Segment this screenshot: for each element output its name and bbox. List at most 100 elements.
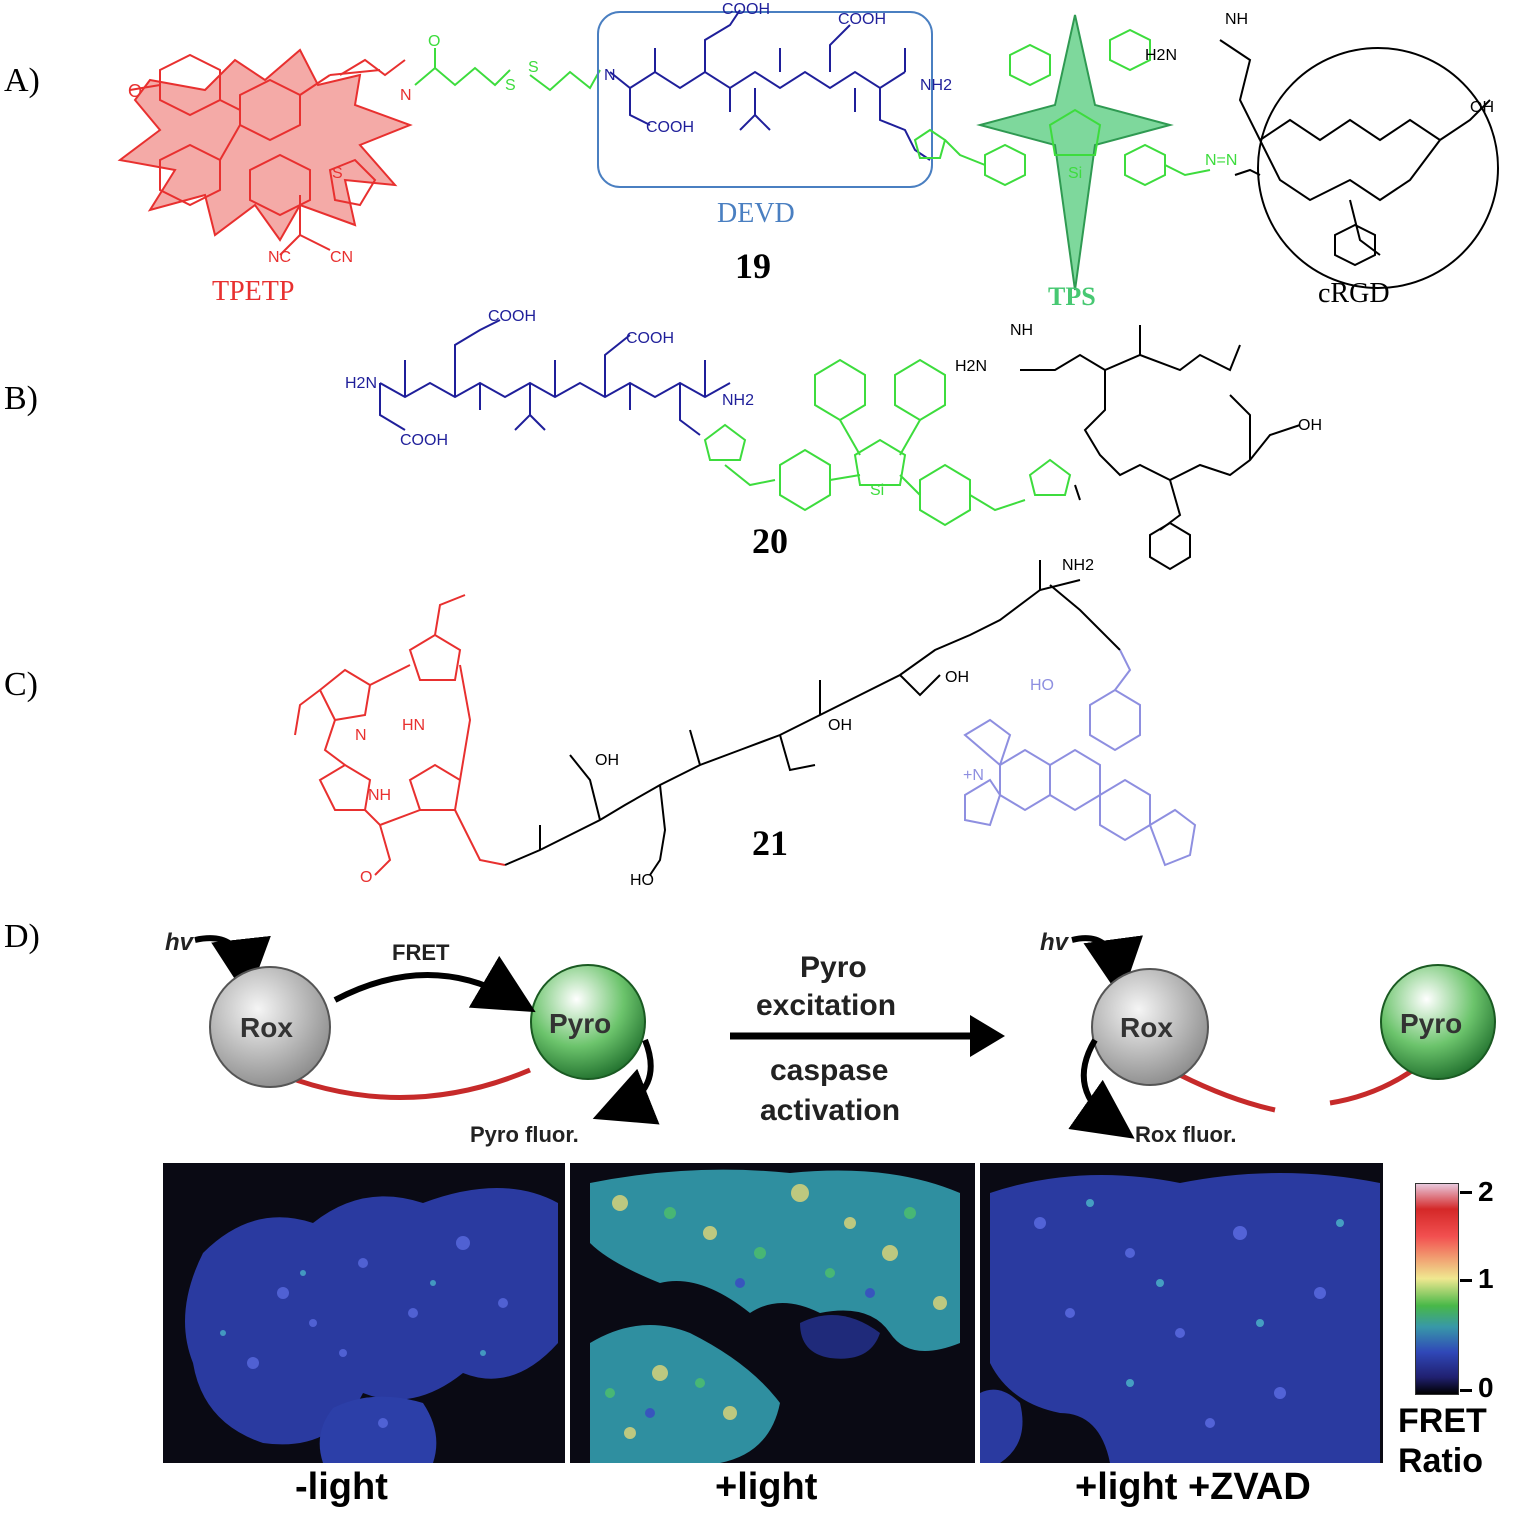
devd-box (597, 11, 933, 188)
rox-sphere-2 (1091, 968, 1209, 1086)
tps-star (976, 14, 1174, 291)
b-devd-skeleton (379, 319, 731, 436)
reaction-arrow-head (970, 1015, 1005, 1057)
amide-n: N (400, 87, 412, 104)
c-oh-2: OH (828, 717, 852, 734)
panel-label-c: C) (4, 666, 38, 703)
tps-skeleton (984, 28, 1211, 187)
colorbar-tick-top (1460, 1191, 1472, 1194)
linker-cut-1 (1178, 1072, 1276, 1113)
devd-skeleton (609, 9, 931, 161)
rox-fluor-arrow (1068, 1038, 1135, 1139)
colorbar-title-line2: Ratio (1398, 1442, 1483, 1480)
caspase-line2: activation (760, 1094, 900, 1127)
c-rox-skeleton (963, 649, 1197, 867)
cn-label: CN (330, 249, 353, 266)
b-cooh-3: COOH (626, 330, 674, 347)
compound-21: 21 (752, 823, 788, 863)
methoxy-o: O (128, 81, 142, 101)
pyro-label-2: Pyro (1400, 1008, 1462, 1039)
c-peptide-skeleton (504, 560, 1121, 876)
linker-arc-1 (269, 1067, 531, 1100)
b-tps-skeleton (703, 358, 1072, 527)
crgd-h2n: H2N (1145, 47, 1177, 64)
pyro-label-1: Pyro (549, 1008, 611, 1039)
c-nh2: NH2 (1062, 557, 1094, 574)
pyro-excitation-line1: Pyro (800, 951, 867, 984)
rox-sphere-1 (209, 966, 331, 1088)
tpetp-burst (117, 48, 413, 242)
c-o: O (360, 869, 372, 886)
tps-label: TPS (1048, 282, 1096, 311)
c-n1: N (355, 727, 367, 744)
caption-minus-light: -light (295, 1466, 388, 1508)
hv-label-2: hv (1040, 929, 1070, 956)
fret-label: FRET (392, 940, 450, 965)
micrograph-plus-light (570, 1163, 975, 1463)
panel-b-structure: H2N COOH COOH COOH NH2 Si H2N NH OH 20 (345, 308, 1322, 571)
compound-20: 20 (752, 521, 788, 561)
colorbar-label-2: 2 (1478, 1176, 1494, 1207)
hv-label-1: hv (165, 929, 195, 956)
devd-n1: N (604, 67, 616, 84)
rox-label-2: Rox (1120, 1012, 1173, 1043)
nc-label: NC (268, 249, 291, 266)
crgd-triazole: N=N (1205, 152, 1237, 169)
micrograph-plus-light-zvad (980, 1163, 1383, 1463)
c-nh: NH (368, 787, 391, 804)
colorbar-label-0: 0 (1478, 1372, 1494, 1403)
c-pyropheophorbide (294, 594, 506, 876)
c-nplus: +N (963, 767, 984, 784)
b-crgd-h2n: H2N (955, 358, 987, 375)
caption-plus-light-zvad: +light +ZVAD (1075, 1466, 1311, 1508)
colorbar-tick-bottom (1460, 1389, 1472, 1392)
b-nh2: NH2 (722, 392, 754, 409)
c-hn: HN (402, 717, 425, 734)
panel-c-structure: N HN NH O OH OH OH HO NH2 HO +N 21 (294, 557, 1197, 889)
devd-nh2: NH2 (920, 77, 952, 94)
b-crgd-skeleton (1020, 325, 1301, 571)
triazole-a1 (913, 128, 986, 166)
colorbar-tick-mid (1460, 1279, 1472, 1282)
crgd-oh: OH (1470, 99, 1494, 116)
pyro-sphere-1 (530, 964, 646, 1080)
hv-arrow-2 (1071, 935, 1143, 999)
rox-fluor-label: Rox fluor. (1135, 1122, 1236, 1147)
panel-label-d: D) (4, 918, 40, 955)
b-crgd-nh: NH (1010, 322, 1033, 339)
rox-label-1: Rox (240, 1012, 293, 1043)
crgd-nh: NH (1225, 11, 1248, 28)
devd-label: DEVD (717, 198, 795, 229)
colorbar-title-line1: FRET (1398, 1402, 1487, 1440)
c-oh-3: OH (945, 669, 969, 686)
tpetp-label: TPETP (212, 276, 294, 307)
devd-cooh-3: COOH (838, 11, 886, 28)
panel-label-a: A) (4, 62, 40, 99)
b-crgd-oh: OH (1298, 417, 1322, 434)
linker-o: O (428, 33, 440, 50)
crgd-skeleton (1219, 39, 1491, 267)
disulfide-s2: S (528, 59, 539, 76)
panel-a-structure: O S NC CN N O S S N COOH COOH COOH NH2 D… (117, 1, 1499, 311)
fret-arrow (333, 955, 536, 1013)
b-si: Si (870, 482, 884, 499)
b-h2n: H2N (345, 375, 377, 392)
colorbar-label-1: 1 (1478, 1263, 1494, 1294)
c-oh-1: OH (595, 752, 619, 769)
tps-si: Si (1068, 165, 1082, 182)
devd-cooh-2: COOH (722, 1, 770, 18)
devd-cooh-1: COOH (646, 119, 694, 136)
fret-colorbar (1415, 1183, 1459, 1395)
pyro-excitation-line2: excitation (756, 989, 896, 1022)
micrograph-minus-light (163, 1163, 565, 1463)
disulfide-s1: S (505, 77, 516, 94)
hv-arrow-1 (194, 935, 271, 999)
c-ho-2: HO (1030, 677, 1054, 694)
panel-label-b: B) (4, 380, 38, 417)
compound-19: 19 (735, 246, 771, 286)
pyro-fluor-label: Pyro fluor. (470, 1122, 579, 1147)
pyro-fluor-arrow (592, 1038, 660, 1125)
panel-d-scheme: hv Rox Pyro FRET Pyro fluor. Pyro excita… (165, 929, 1496, 1147)
crgd-circle (1257, 47, 1499, 289)
thiophene-s: S (332, 165, 343, 182)
